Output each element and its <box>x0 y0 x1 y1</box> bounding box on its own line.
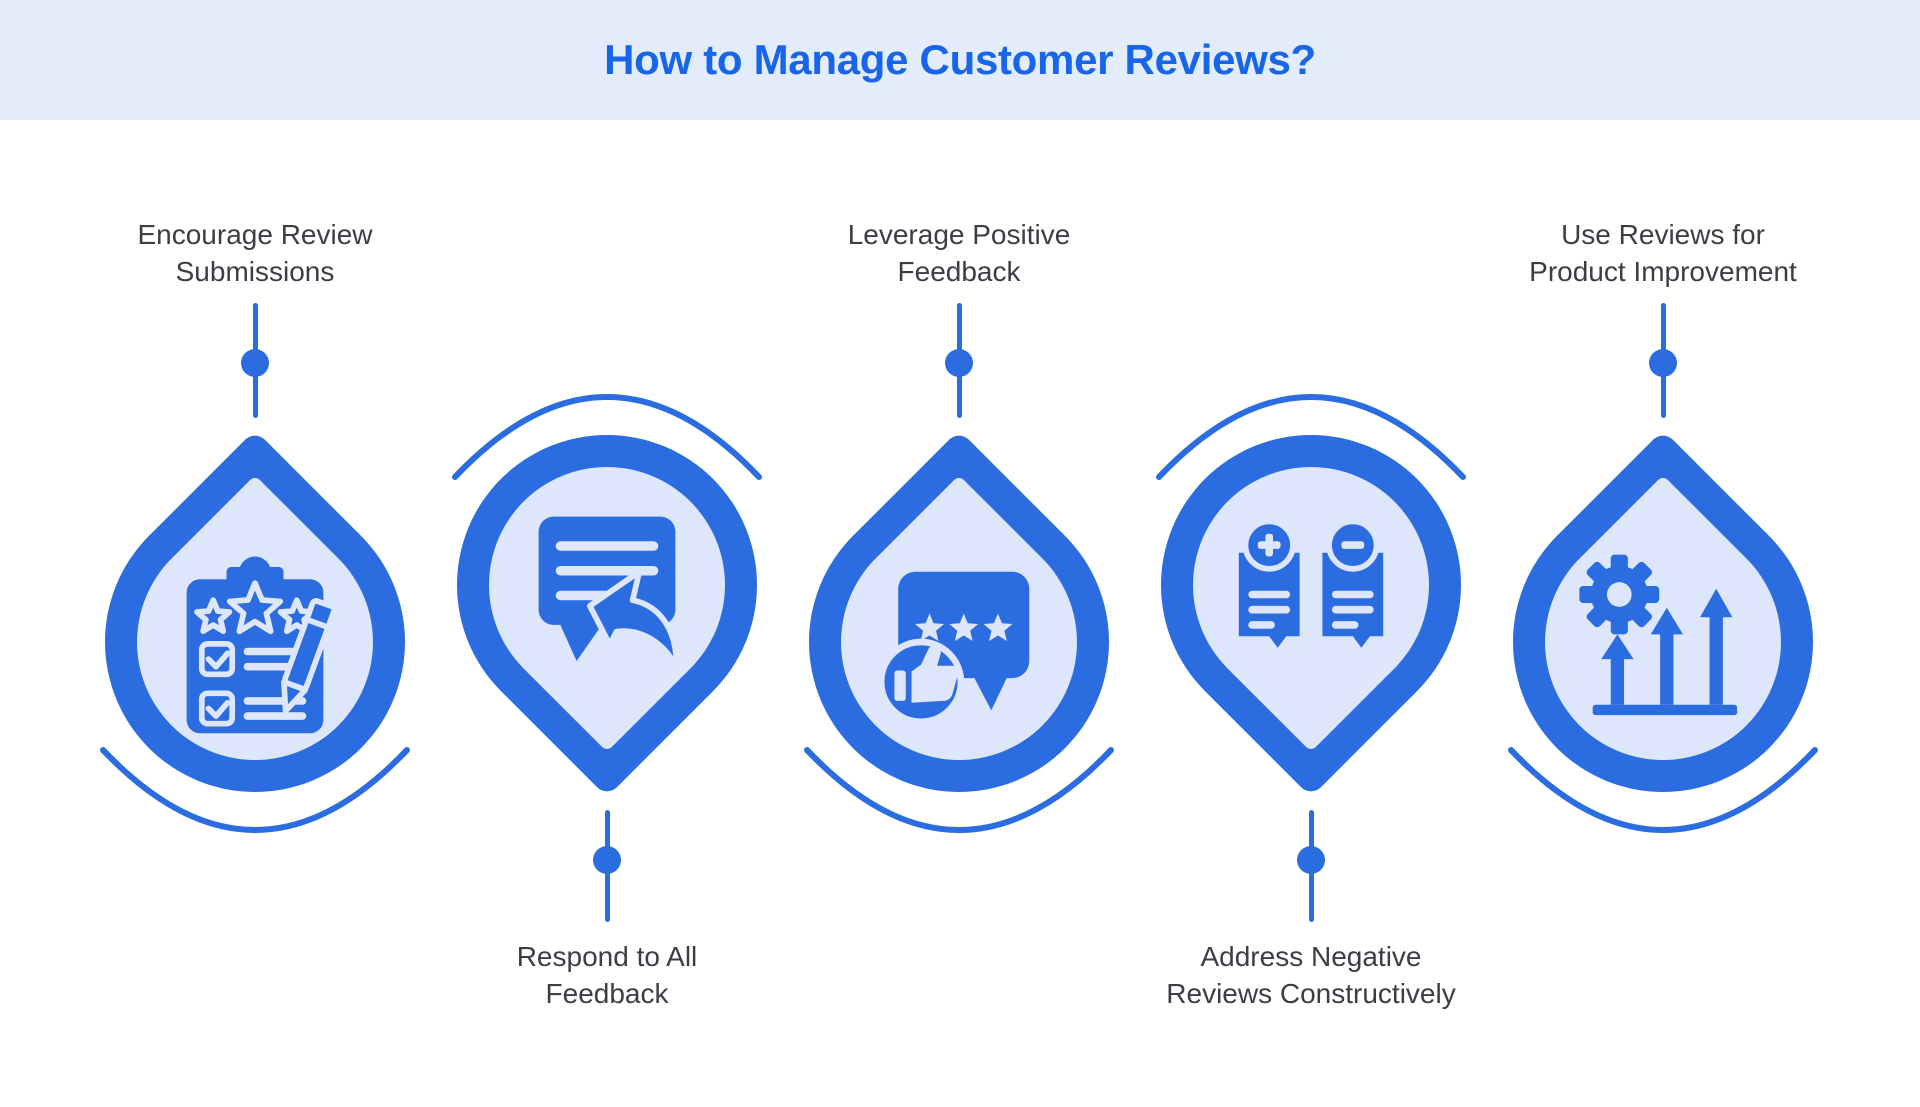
step-2-connector-dot <box>593 846 621 874</box>
step-1-label-line1: Encourage Review <box>137 219 373 250</box>
step-5-connector-dot <box>1649 349 1677 377</box>
step-5-label-line1: Use Reviews for <box>1561 219 1765 250</box>
review-thumbs-up-icon <box>877 571 1030 726</box>
step-1-label-line2: Submissions <box>175 256 335 287</box>
step-3-connector-dot <box>945 349 973 377</box>
step-2-icon-box <box>512 490 702 680</box>
step-3-icon-box <box>864 547 1054 737</box>
step-column-4: Address Negative Reviews Constructively <box>1098 120 1524 1107</box>
step-2-label: Respond to All Feedback <box>431 938 783 1012</box>
gear-growth-icon <box>1579 554 1738 716</box>
step-1-label: Encourage Review Submissions <box>79 216 431 290</box>
step-3-label-line2: Feedback <box>897 256 1021 287</box>
step-2-label-line2: Feedback <box>545 978 669 1009</box>
step-5-label: Use Reviews for Product Improvement <box>1487 216 1839 290</box>
step-column-5: Use Reviews for Product Improvement <box>1450 120 1876 1107</box>
step-column-3: Leverage Positive Feedback <box>746 120 1172 1107</box>
step-4-label-line1: Address Negative <box>1200 941 1422 972</box>
step-4-label: Address Negative Reviews Constructively <box>1135 938 1487 1012</box>
step-column-2: Respond to All Feedback <box>394 120 820 1107</box>
step-1-connector-dot <box>241 349 269 377</box>
step-column-1: Encourage Review Submissions <box>42 120 468 1107</box>
step-4-connector-dot <box>1297 846 1325 874</box>
step-5-label-line2: Product Improvement <box>1529 256 1797 287</box>
step-2-label-line1: Respond to All <box>516 941 698 972</box>
clipboard-review-icon <box>186 556 338 734</box>
step-4-label-line2: Reviews Constructively <box>1166 978 1456 1009</box>
step-3-label: Leverage Positive Feedback <box>783 216 1135 290</box>
header-band: How to Manage Customer Reviews? <box>0 0 1920 120</box>
diagram-canvas: Encourage Review Submissions <box>0 120 1920 1107</box>
page-title: How to Manage Customer Reviews? <box>604 36 1316 83</box>
chat-reply-icon <box>538 516 680 670</box>
step-5-icon-box <box>1568 547 1758 737</box>
positive-negative-docs-icon <box>1238 518 1384 648</box>
step-4-icon-box <box>1216 490 1406 680</box>
step-3-label-line1: Leverage Positive <box>847 219 1071 250</box>
step-1-icon-box <box>160 547 350 737</box>
